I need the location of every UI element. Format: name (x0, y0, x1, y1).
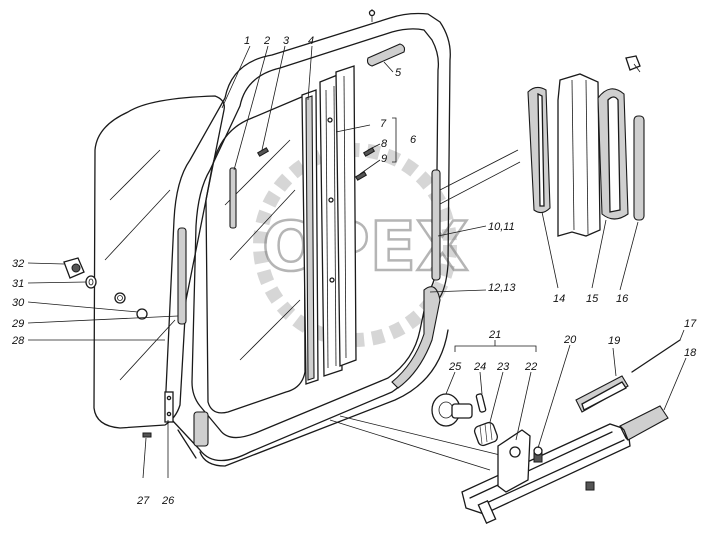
screw-9 (354, 171, 368, 181)
guide-channel-6 (335, 65, 357, 367)
leader-lines (329, 149, 521, 471)
label-8: 8 (381, 138, 388, 150)
label-25: 25 (448, 361, 462, 373)
label-4: 4 (308, 35, 314, 47)
hinge-plate-26 (164, 391, 174, 423)
right-seal-10-11 (431, 169, 441, 281)
knob-25 (431, 393, 473, 427)
label-7: 7 (380, 118, 387, 130)
label-leaders (27, 45, 687, 479)
label-27: 27 (136, 495, 150, 507)
label-24: 24 (473, 361, 486, 373)
outer-glass-panel (93, 95, 225, 429)
label-29: 29 (11, 318, 24, 330)
label-10-11: 10,11 (488, 221, 515, 233)
bottom-seal-12-13 (391, 286, 441, 389)
label-26: 26 (161, 495, 175, 507)
rod-17 (631, 339, 681, 373)
rail-20 (461, 423, 631, 525)
label-30: 30 (12, 297, 25, 309)
washer-31 (85, 275, 97, 289)
label-9: 9 (381, 153, 387, 165)
seal-profile-15 (597, 88, 629, 220)
knob-32 (63, 257, 85, 279)
lower-channel (193, 411, 209, 447)
label-21: 21 (488, 329, 501, 341)
label-3: 3 (283, 35, 290, 47)
label-18: 18 (684, 347, 697, 359)
label-28: 28 (11, 335, 25, 347)
part-labels: 1 2 3 4 5 6 7 8 9 10,11 12,13 14 15 16 1… (11, 35, 697, 507)
label-17: 17 (684, 318, 697, 330)
bolt-30 (114, 292, 148, 320)
label-5: 5 (395, 67, 402, 79)
label-12-13: 12,13 (488, 282, 516, 294)
label-19: 19 (608, 335, 620, 347)
label-22: 22 (524, 361, 537, 373)
label-14: 14 (553, 293, 565, 305)
left-seal-strip (177, 227, 187, 325)
screw-27 (142, 432, 152, 438)
label-15: 15 (586, 293, 599, 305)
guide-channel-4 (301, 89, 319, 385)
bracket-22 (497, 429, 531, 493)
strip-19 (575, 375, 629, 413)
pin-24 (475, 393, 487, 413)
strip-16 (633, 115, 645, 221)
label-20: 20 (563, 334, 577, 346)
label-23: 23 (496, 361, 510, 373)
screw-3 (256, 147, 270, 157)
channel-strip-2 (229, 167, 237, 229)
nut-bottom (585, 481, 595, 491)
label-1: 1 (244, 35, 250, 47)
screw-8 (362, 147, 376, 157)
label-32: 32 (12, 258, 24, 270)
label-31: 31 (12, 278, 24, 290)
seal-profile-14 (527, 86, 551, 214)
label-16: 16 (616, 293, 629, 305)
center-profile (557, 55, 641, 237)
spring-23 (473, 421, 499, 447)
top-stop-5 (366, 9, 406, 67)
label-2: 2 (263, 35, 270, 47)
block-18 (619, 405, 669, 441)
label-6: 6 (410, 134, 417, 146)
screw-20 (533, 446, 543, 463)
